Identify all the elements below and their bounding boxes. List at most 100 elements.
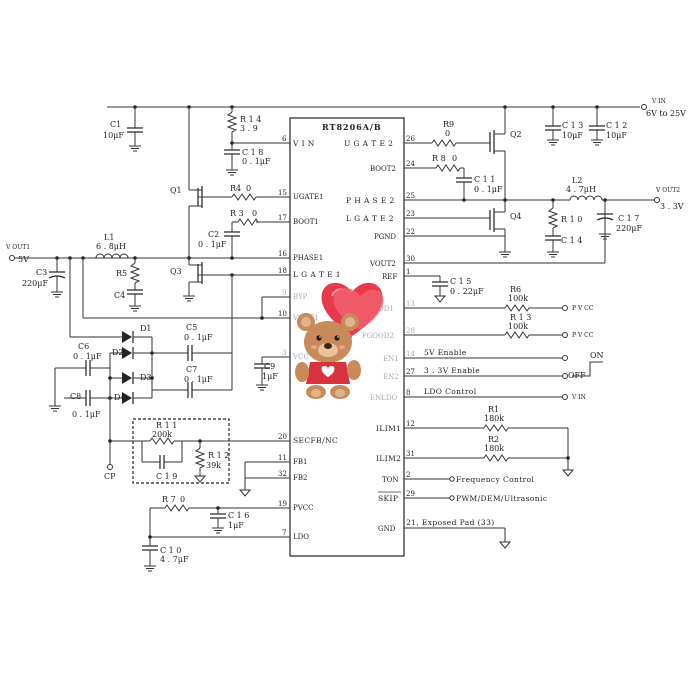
c6-value: 0 . 1μF <box>73 352 102 361</box>
c15-value: 0 . 22μF <box>450 287 484 296</box>
pin-num-7: 7 <box>282 529 286 537</box>
en1-line: 5V Enable <box>424 348 568 361</box>
pin-name-en1: EN1 <box>383 355 399 363</box>
c8-ref: C8 <box>70 392 81 401</box>
r9: R9 0 <box>431 120 490 147</box>
pin-name-boot1: BOOT1 <box>293 218 319 226</box>
pin-num-12: 12 <box>406 420 415 428</box>
en2-line: 3 . 3V Enable <box>424 366 568 379</box>
c13-value: 10μF <box>562 131 583 140</box>
r13: R 1 3 100k P V CC <box>430 313 594 339</box>
c14-ref: C 1 4 <box>561 236 582 245</box>
c8: C8 0 . 1μF <box>64 390 110 419</box>
gnd-signal: 21, Exposed Pad (33) <box>406 518 495 527</box>
r1: R1 180k <box>430 405 568 432</box>
pin-num-28: 28 <box>406 327 415 335</box>
c17: C 1 7 220μF <box>596 200 642 263</box>
r11-ref: R 1 1 <box>156 421 177 430</box>
pin-num-24: 24 <box>406 160 415 168</box>
c11-value: 0 . 1μF <box>474 185 503 194</box>
pvcc1-label: P V CC <box>572 305 594 312</box>
c3: C3 220μF <box>22 258 66 298</box>
c1-value: 10μF <box>103 131 124 140</box>
l2: L2 4 . 7μH V OUT2 3 . 3V <box>566 176 684 211</box>
pin-name-ilim2: ILIM2 <box>376 454 401 463</box>
pin-num-18: 18 <box>278 267 287 275</box>
c13-ref: C 1 3 <box>562 121 583 130</box>
c4-ref: C4 <box>114 291 125 300</box>
r3-ref: R 3 <box>230 209 244 218</box>
pin-num-31: 31 <box>406 450 415 458</box>
r9-value: 0 <box>445 129 450 138</box>
c17-value: 220μF <box>616 224 642 233</box>
cp-label: CP <box>104 472 116 481</box>
phase1-node <box>70 256 262 260</box>
c8-value: 0 . 1μF <box>72 410 101 419</box>
pin-num-14: 14 <box>406 350 415 358</box>
c7: C7 0 . 1μF <box>152 275 233 398</box>
c1: C1 10μF <box>103 107 143 152</box>
vin-label: V IN <box>651 98 666 105</box>
c9: C9 1μF <box>254 357 278 391</box>
c18-ref: C 1 8 <box>242 148 263 157</box>
pin-name-pgood2: PGOOD2 <box>362 332 394 340</box>
pin-num-17: 17 <box>278 214 287 222</box>
d3-ref: D3 <box>140 373 152 382</box>
skip-signal: PWM/DEM/Ultrasonic <box>456 494 547 503</box>
q3-ref: Q3 <box>170 267 182 276</box>
pin-num-2: 2 <box>406 471 410 479</box>
r1-value: 180k <box>484 414 504 423</box>
r2-value: 180k <box>484 444 504 453</box>
c15-ref: C 1 5 <box>450 277 471 286</box>
pin-name-phase1: PHASE1 <box>293 254 323 262</box>
r5-c4: R5 C4 <box>114 258 143 312</box>
ton-line: Frequency Control <box>430 475 534 484</box>
pin-name-vcc: VCC <box>292 353 309 361</box>
pin-num-11: 11 <box>278 454 287 462</box>
teddy-bear-icon <box>295 313 361 399</box>
vout1-value: 5V <box>18 255 29 264</box>
pin-num-16: 16 <box>278 250 287 258</box>
pin-name-boot2: BOOT2 <box>370 165 396 173</box>
q3: Q3 <box>170 258 262 302</box>
r12-ref: R 1 2 <box>208 451 229 460</box>
c16-ref: C 1 6 <box>228 511 249 520</box>
q1-ref: Q1 <box>170 186 182 195</box>
c5: C5 0 . 1μF <box>152 323 232 361</box>
pin-name-pgnd: PGND <box>374 233 396 241</box>
r8-ref: R 8 <box>432 154 446 163</box>
vin-rail: V IN 6V to 25V <box>107 98 686 118</box>
c10-ref: C 1 0 <box>160 546 181 555</box>
c2-value: 0 . 1μF <box>198 240 227 249</box>
r6-ref: R6 <box>510 285 521 294</box>
l2-value: 4 . 7μH <box>566 185 596 194</box>
pin-num-29: 29 <box>406 490 415 498</box>
phase2-node <box>430 198 570 202</box>
pvcc2-label: P V CC <box>572 332 594 339</box>
q4-ref: Q4 <box>510 212 522 221</box>
enldo-signal: LDO Control <box>424 387 477 396</box>
pin-num-23: 23 <box>406 210 415 218</box>
pin-name-ton: TON <box>382 476 399 484</box>
q2-ref: Q2 <box>510 130 522 139</box>
q4: Q4 <box>430 200 522 258</box>
pin-name-byp: BYP <box>293 293 308 301</box>
c10-value: 4 . 7μF <box>160 555 189 564</box>
pin-num-27: 27 <box>406 368 415 376</box>
r3-value: 0 <box>252 209 257 218</box>
pin-name-secfb: SECFB/NC <box>293 436 338 445</box>
l1-ref: L1 <box>104 233 114 242</box>
pin-name-ugate1: UGATE1 <box>293 193 323 201</box>
pin-name-fb1: FB1 <box>293 458 307 466</box>
l2-ref: L2 <box>572 176 582 185</box>
vout1-node: V OUT1 5V <box>5 244 96 264</box>
pin-name-lgate1: L G A T E 1 <box>293 270 341 279</box>
c9-value: 1μF <box>262 372 278 381</box>
pin-name-ldo: LDO <box>293 533 309 541</box>
gnd-line: 21, Exposed Pad (33) <box>406 518 511 549</box>
r6-value: 100k <box>508 294 528 303</box>
pin-name-enldo: ENLDO <box>370 394 397 402</box>
pin-num-26: 26 <box>406 135 415 143</box>
r7-value: 0 <box>180 495 185 504</box>
vout2-label: V OUT2 <box>655 187 680 194</box>
